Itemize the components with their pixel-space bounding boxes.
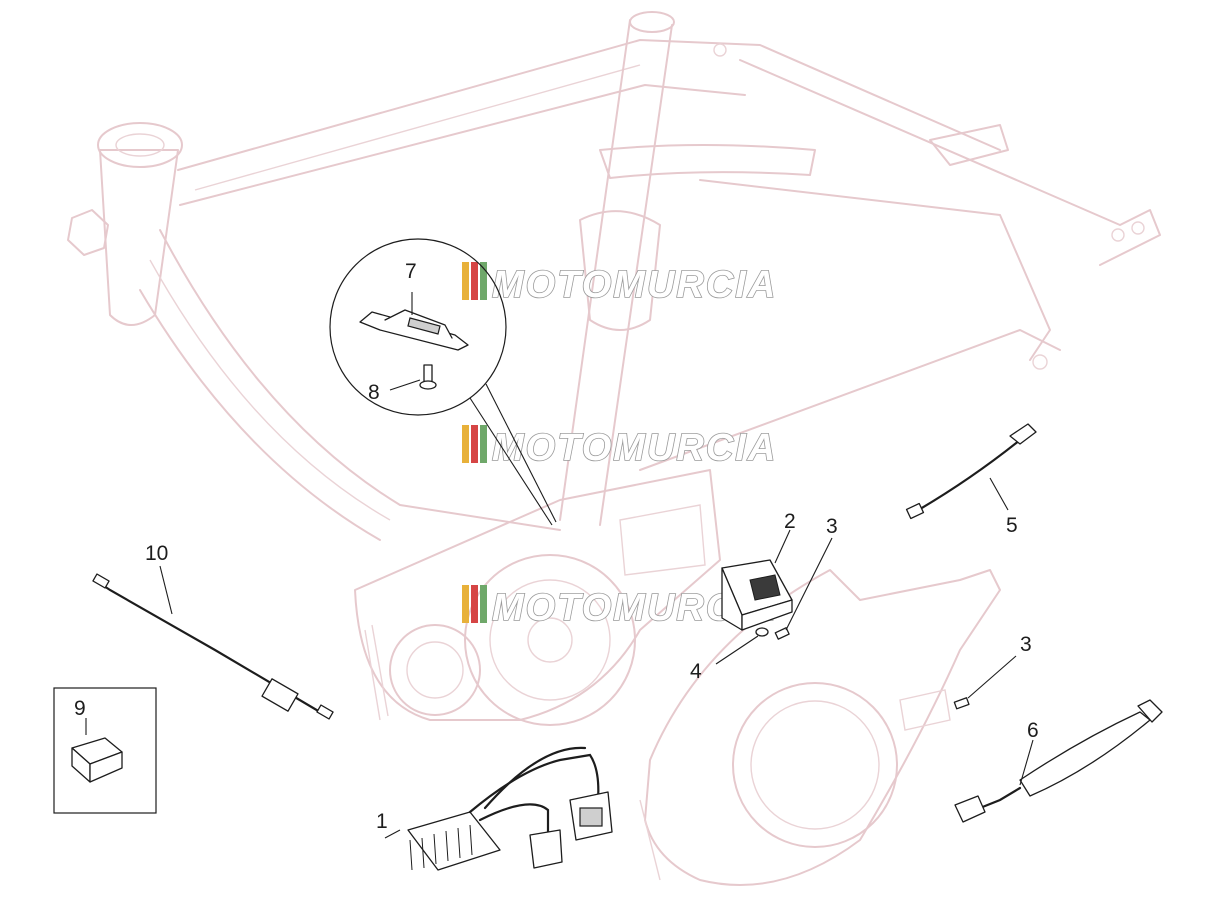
screw-part-8	[389, 364, 437, 391]
watermark-middle: MOTOMURCIA	[462, 425, 777, 470]
cable-part-6	[954, 699, 1163, 823]
callout-4: 4	[690, 660, 702, 683]
callout-3-lower: 3	[1020, 633, 1032, 656]
washer-part-4	[715, 627, 769, 665]
detail-magnifier	[329, 238, 557, 526]
watermark-top: MOTOMURCIA	[462, 262, 777, 307]
callout-6: 6	[1027, 719, 1039, 742]
sensor-part-5	[905, 423, 1037, 520]
callout-10: 10	[145, 542, 168, 565]
cable-part-10	[92, 565, 334, 720]
harness-part-1	[384, 746, 613, 871]
callout-8: 8	[368, 381, 380, 404]
callout-1: 1	[376, 810, 388, 833]
callout-5: 5	[1006, 514, 1018, 537]
bike-frame-ghost	[67, 11, 1161, 726]
screw-part-3-upper	[774, 537, 833, 640]
svg-text:MOTOMURCIA: MOTOMURCIA	[492, 264, 777, 306]
module-part-2	[721, 529, 793, 631]
callout-2: 2	[784, 510, 796, 533]
callout-3-upper: 3	[826, 515, 838, 538]
callout-labels: 1 2 3 3 4 5 6 7 8 9 10	[74, 260, 1039, 833]
pad-part-9	[53, 687, 157, 814]
svg-text:MOTOMURCIA: MOTOMURCIA	[492, 427, 777, 469]
callout-7: 7	[405, 260, 417, 283]
screw-part-3-lower	[953, 655, 1017, 710]
clip-part-7	[359, 292, 469, 351]
callout-9: 9	[74, 697, 86, 720]
